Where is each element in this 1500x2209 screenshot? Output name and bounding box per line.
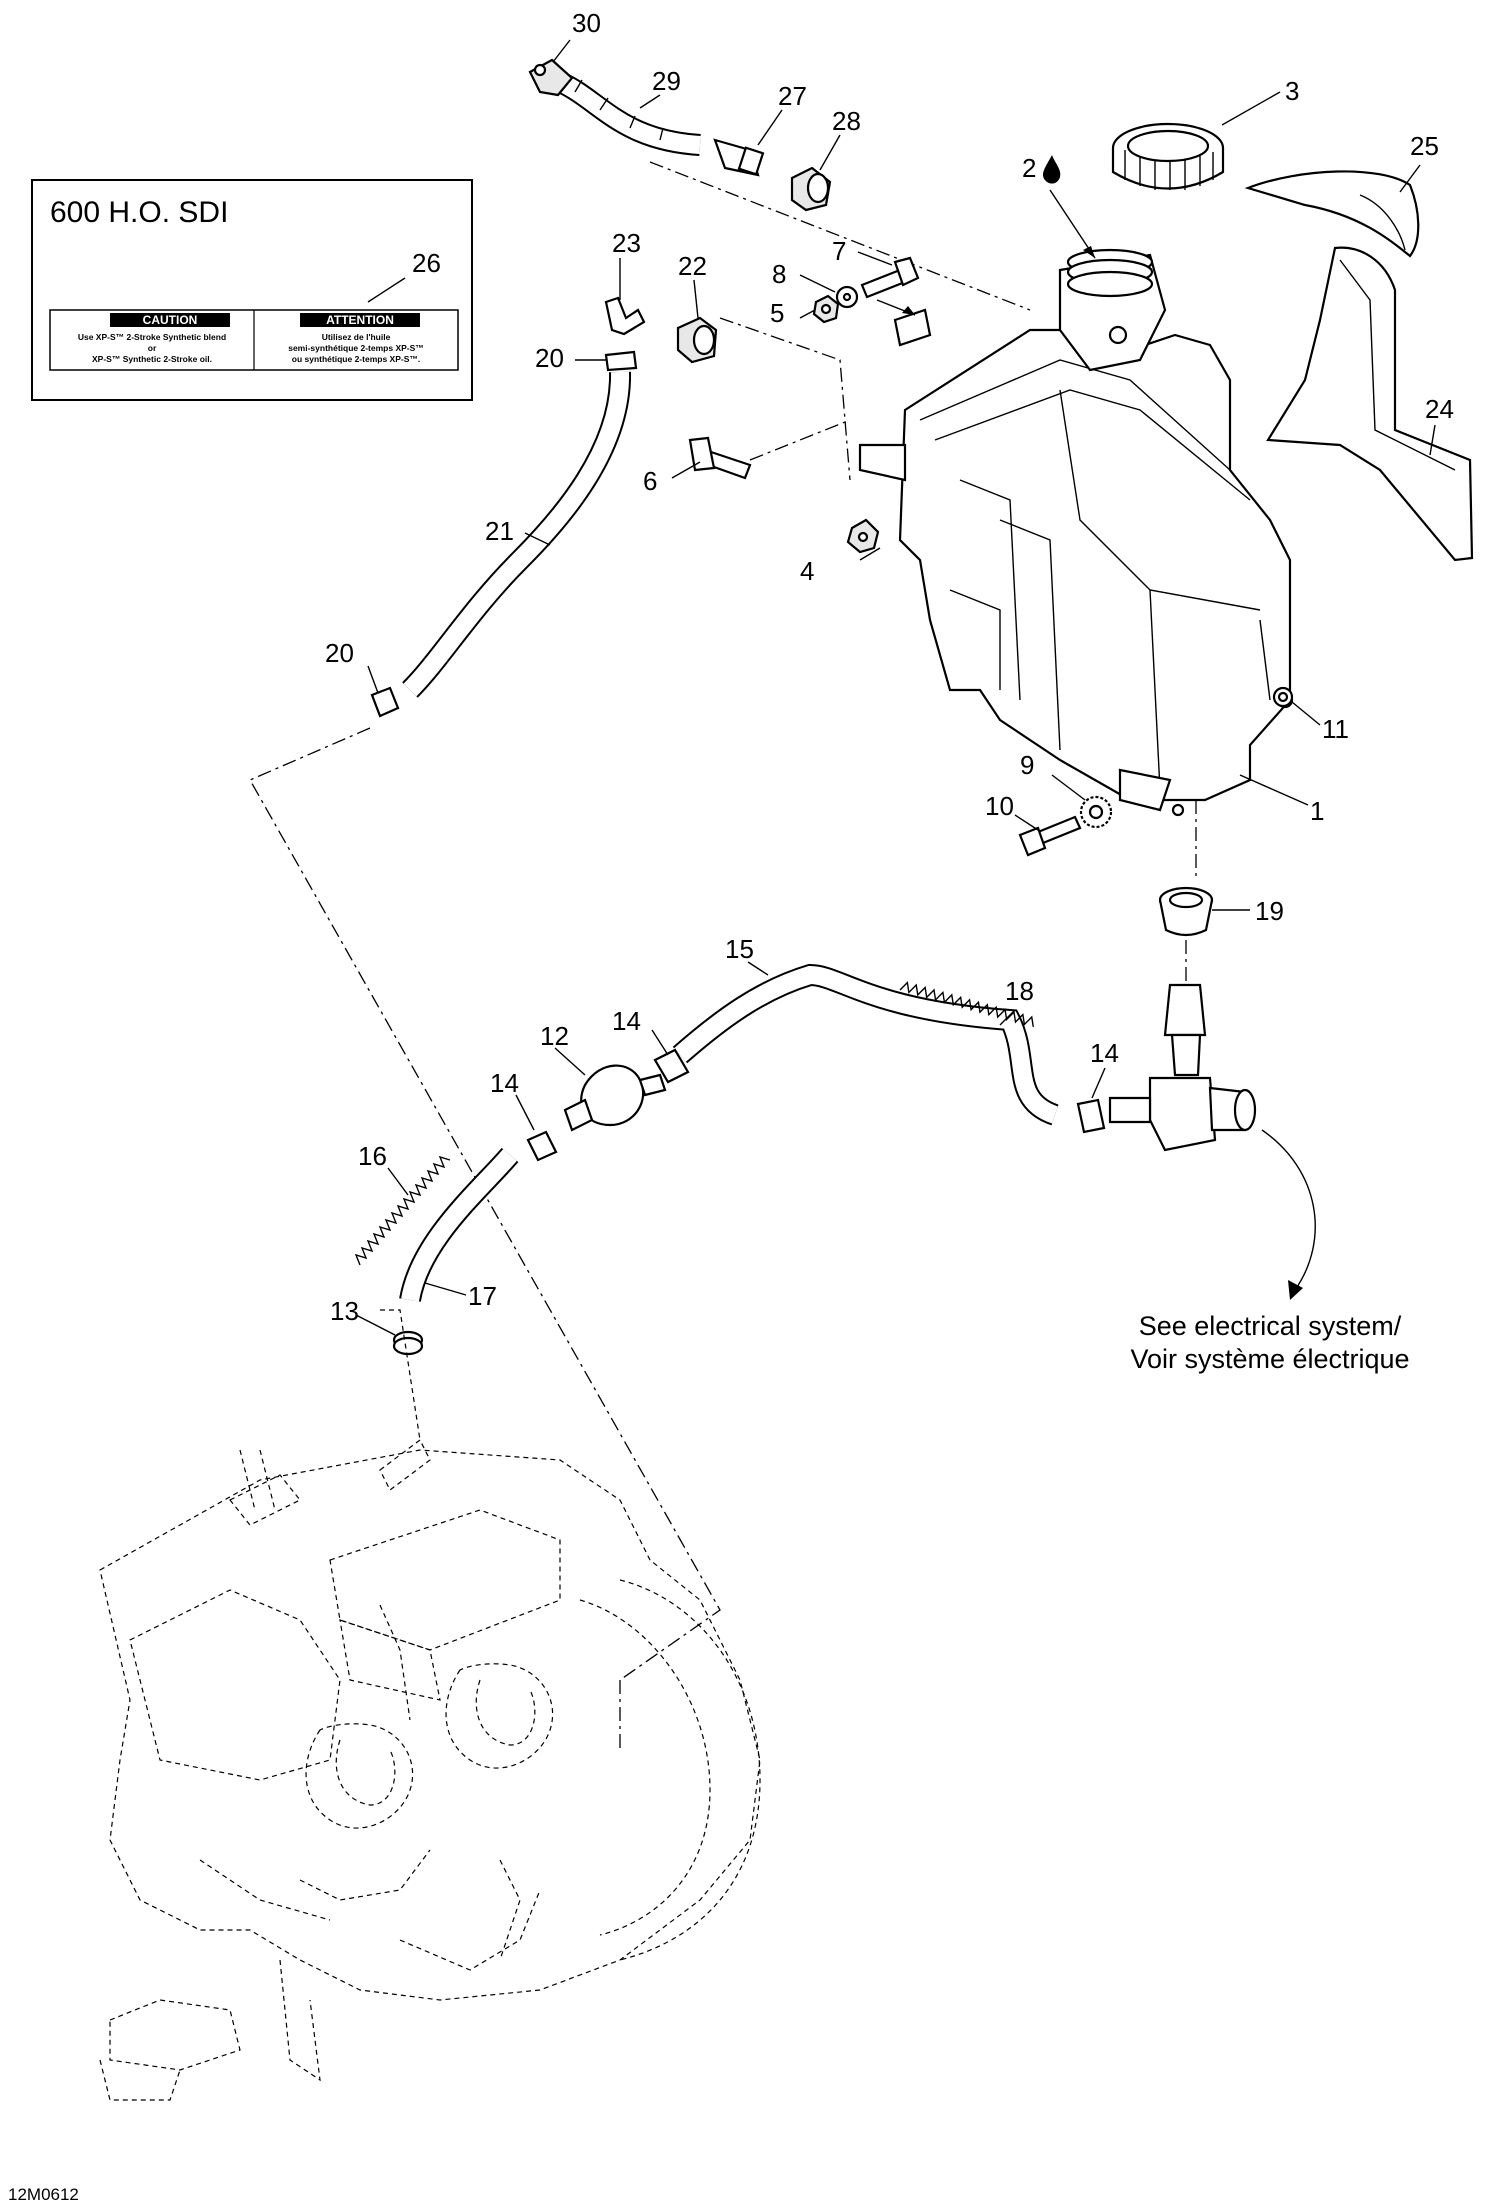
callout-19: 19 [1255,896,1284,926]
bolt-6 [688,436,752,480]
callout-20-upper: 20 [535,343,564,373]
callout-numbers: 1 2 3 4 5 6 7 8 9 10 11 12 13 14 14 14 1… [325,8,1454,1326]
callout-2: 2 [1022,153,1036,183]
decal-attention-line1: Utilisez de l'huile [322,332,391,342]
callout-11: 11 [1322,714,1349,744]
callout-28: 28 [832,106,861,136]
electrical-note-line2: Voir système électrique [1130,1344,1409,1374]
callout-3: 3 [1285,76,1299,106]
callout-10: 10 [985,791,1014,821]
oil-level-sensor [1108,983,1257,1152]
callout-30: 30 [572,8,601,38]
hose-17 [399,1147,519,1303]
hose-21 [402,371,632,698]
callout-15: 15 [725,934,754,964]
callout-25: 25 [1410,131,1439,161]
clamp-20-upper [604,350,638,372]
callout-4: 4 [800,556,814,586]
decal-caution-header: CAUTION [143,313,198,327]
grommet-28 [790,166,832,212]
clamp-20-lower [370,686,400,718]
nut-5 [812,294,840,324]
decal-attention-header: ATTENTION [326,313,394,327]
callout-23: 23 [612,228,641,258]
callout-27: 27 [778,81,807,111]
callout-leaders [355,39,1436,1336]
grommet-19 [1158,886,1214,937]
oil-drop-icon [1042,155,1061,184]
callout-24: 24 [1425,394,1454,424]
callout-22: 22 [678,251,707,281]
decal-caution-line1: Use XP-S™ 2-Stroke Synthetic blend [78,332,226,342]
vent-hose [555,71,701,156]
callout-29: 29 [652,66,681,96]
oil-warning-decal: CAUTION ATTENTION Use XP-S™ 2-Stroke Syn… [49,309,459,371]
callout-18: 18 [1005,976,1034,1006]
tank-guard-side [1266,246,1474,562]
spring-16 [354,1155,451,1266]
nut-4 [846,518,880,554]
hose-clamp-14-middle [653,1048,690,1084]
hose-clamp-14-left [526,1130,558,1162]
callout-12: 12 [540,1021,569,1051]
clamp-13 [392,1330,424,1356]
callout-26: 26 [412,248,441,278]
callout-14-right: 14 [1090,1038,1119,1068]
model-title: 600 H.O. SDI [50,196,228,229]
screw-10 [1018,815,1082,857]
bolt-7 [860,256,920,299]
electrical-note-line1: See electrical system/ [1139,1311,1402,1341]
check-valve-30 [528,58,574,97]
figure-code: 12M0612 [8,2185,79,2204]
hose-clamp-14-right [1076,1098,1106,1134]
oil-tank [858,248,1294,817]
fitting-27 [713,138,765,177]
oil-filter-12 [563,1064,667,1132]
callout-14-middle: 14 [612,1006,641,1036]
callout-5: 5 [770,298,784,328]
spring-18 [899,981,1034,1027]
lock-washer-9 [1079,795,1113,829]
fitting-23 [604,296,646,336]
decal-caution-line3: XP-S™ Synthetic 2-Stroke oil. [92,354,212,364]
callout-16: 16 [358,1141,387,1171]
grommet-11 [1272,686,1294,708]
grommet-22 [676,316,718,364]
tank-guard-upper [1244,170,1420,258]
decal-caution-line2: or [148,343,157,353]
decal-attention-line2: semi-synthétique 2-temps XP-S™ [288,343,424,353]
callout-17: 17 [468,1281,497,1311]
model-info-box: 600 H.O. SDI 26 CAUTION ATTENTION Use XP… [31,179,473,401]
callout-8: 8 [772,259,786,289]
callout-20-lower: 20 [325,638,354,668]
engine-outline [99,1309,761,2101]
hose-15 [672,963,1060,1126]
callout-21: 21 [485,516,514,546]
callout-1: 1 [1310,796,1324,826]
callout-7: 7 [832,236,846,266]
callout-6: 6 [643,466,657,496]
decal-attention-line3: ou synthétique 2-temps XP-S™. [292,354,420,364]
callout-14-left: 14 [490,1068,519,1098]
oil-tank-cap [1111,122,1225,190]
callout-9: 9 [1020,750,1034,780]
callout-13: 13 [330,1296,359,1326]
